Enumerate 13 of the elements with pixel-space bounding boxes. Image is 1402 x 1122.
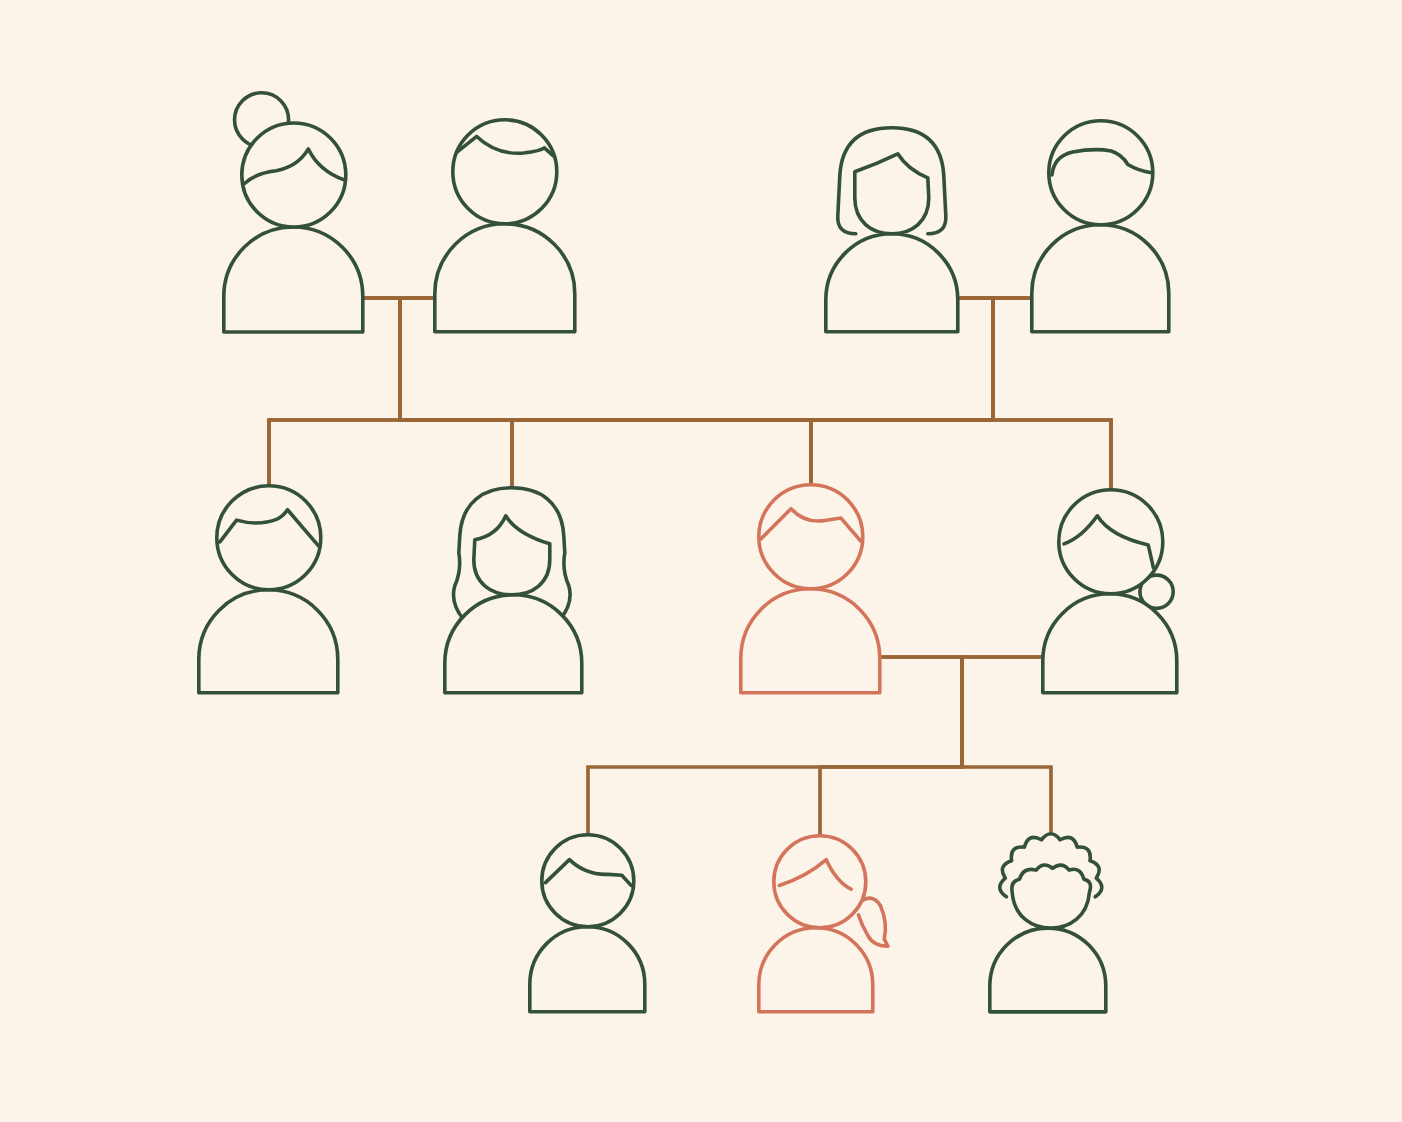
person-icon (443, 486, 584, 695)
person-icon (757, 834, 890, 1014)
person-icon (824, 126, 960, 334)
connector-line (991, 296, 1113, 489)
person-icon (528, 833, 647, 1014)
person-icon (222, 91, 365, 334)
person-icon (197, 484, 340, 695)
connector-line (960, 655, 1053, 833)
person-icon (1041, 488, 1179, 695)
person-icon (739, 483, 882, 695)
person-icon (1030, 119, 1171, 334)
person-icon (988, 832, 1108, 1014)
person-icon (433, 118, 577, 334)
